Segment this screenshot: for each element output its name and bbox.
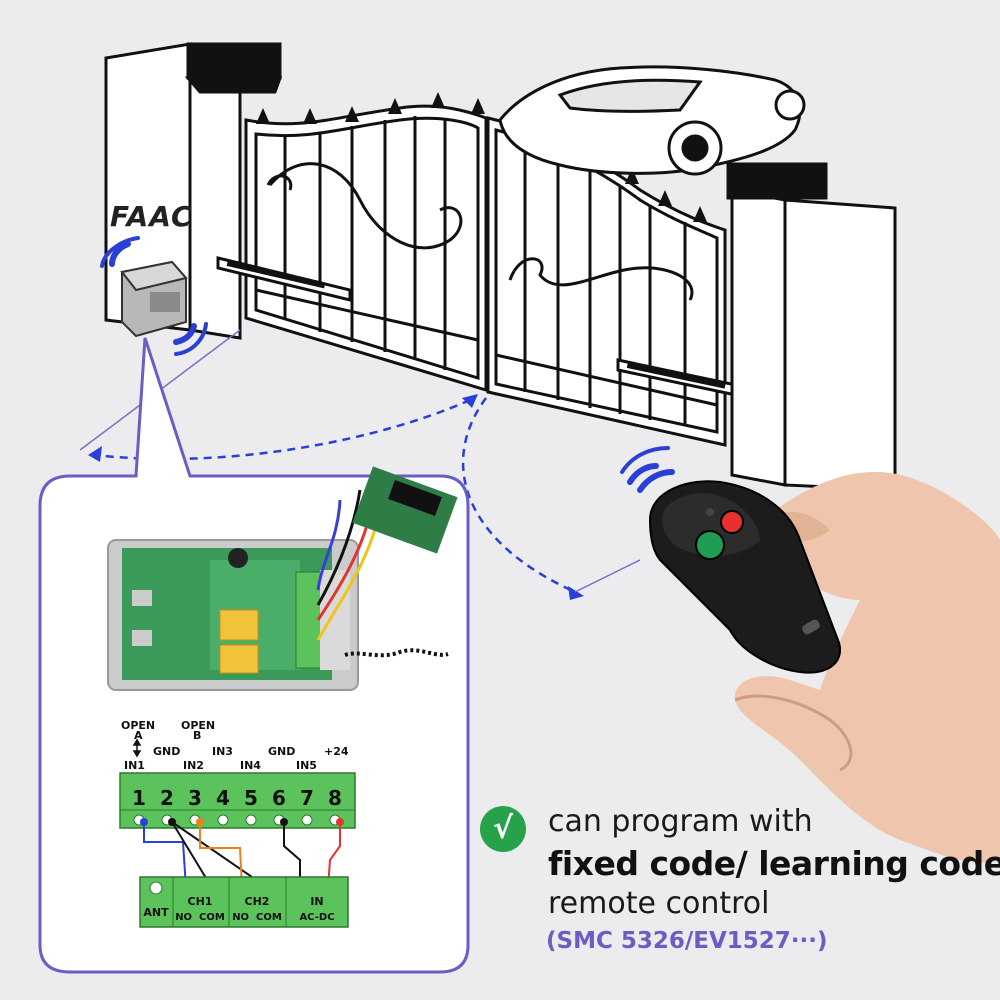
svg-text:OPEN: OPEN	[121, 719, 155, 732]
faac-logo: FAAC	[110, 200, 193, 233]
ch2-label: CH2	[245, 895, 270, 908]
open-arrows	[132, 738, 142, 758]
car-illustration	[498, 65, 806, 176]
pin-4: 4	[216, 786, 230, 810]
pin-1: 1	[132, 786, 146, 810]
pin-6: 6	[272, 786, 286, 810]
remote-green-button	[695, 530, 725, 560]
ch1-sublabel: NO COM	[175, 912, 225, 923]
ch1-label: CH1	[188, 895, 213, 908]
svg-text:GND: GND	[153, 745, 180, 758]
caption-line-3: remote control	[548, 886, 770, 921]
pin-3: 3	[188, 786, 202, 810]
svg-text:IN5: IN5	[296, 759, 317, 772]
receiver-box	[120, 260, 188, 338]
svg-text:IN3: IN3	[212, 745, 233, 758]
bottom-terminal-labels: ANT CH1 NO COM CH2 NO COM IN AC-DC	[143, 895, 334, 923]
remote-red-button	[720, 510, 744, 534]
pin-2: 2	[160, 786, 174, 810]
svg-text:IN2: IN2	[183, 759, 204, 772]
top-terminal-labels: OPEN A OPEN B GND IN3 GND +24 IN1 IN2 IN…	[121, 719, 349, 772]
bottom-terminal-block	[139, 876, 349, 928]
svg-text:B: B	[193, 729, 201, 742]
top-terminal-pins: 1 2 3 4 5 6 7 8	[132, 786, 342, 810]
svg-text:IN1: IN1	[124, 759, 145, 772]
left-actuator-arm	[216, 256, 352, 302]
pin-7: 7	[300, 786, 314, 810]
remote-signal-icon	[620, 446, 675, 493]
svg-text:GND: GND	[268, 745, 295, 758]
in-label: IN	[310, 895, 323, 908]
svg-text:OPEN: OPEN	[181, 719, 215, 732]
svg-text:+24: +24	[324, 745, 349, 758]
svg-text:IN4: IN4	[240, 759, 261, 772]
ant-label: ANT	[143, 906, 169, 919]
caption-line-1: can program with	[548, 804, 813, 839]
gate-left-leaf	[244, 104, 488, 393]
remote-control	[648, 480, 841, 674]
checkmark-icon: √	[480, 806, 526, 852]
top-terminal-block	[119, 772, 356, 829]
receiver-signal-icon	[100, 236, 208, 356]
svg-text:A: A	[134, 729, 143, 742]
pin-5: 5	[244, 786, 258, 810]
ch2-sublabel: NO COM	[232, 912, 282, 923]
pin-8: 8	[328, 786, 342, 810]
gate-right-leaf	[486, 116, 727, 447]
top-terminal-holes	[133, 814, 341, 826]
in-sublabel: AC-DC	[299, 912, 334, 923]
caption-line-4: (SMC 5326/EV1527···)	[546, 928, 828, 954]
receiver-photo	[107, 466, 458, 691]
caption-line-2: fixed code/ learning code	[548, 844, 1000, 883]
range-arrowheads	[88, 394, 584, 600]
right-pillar	[726, 162, 897, 492]
gate-left-spikes	[256, 92, 485, 124]
